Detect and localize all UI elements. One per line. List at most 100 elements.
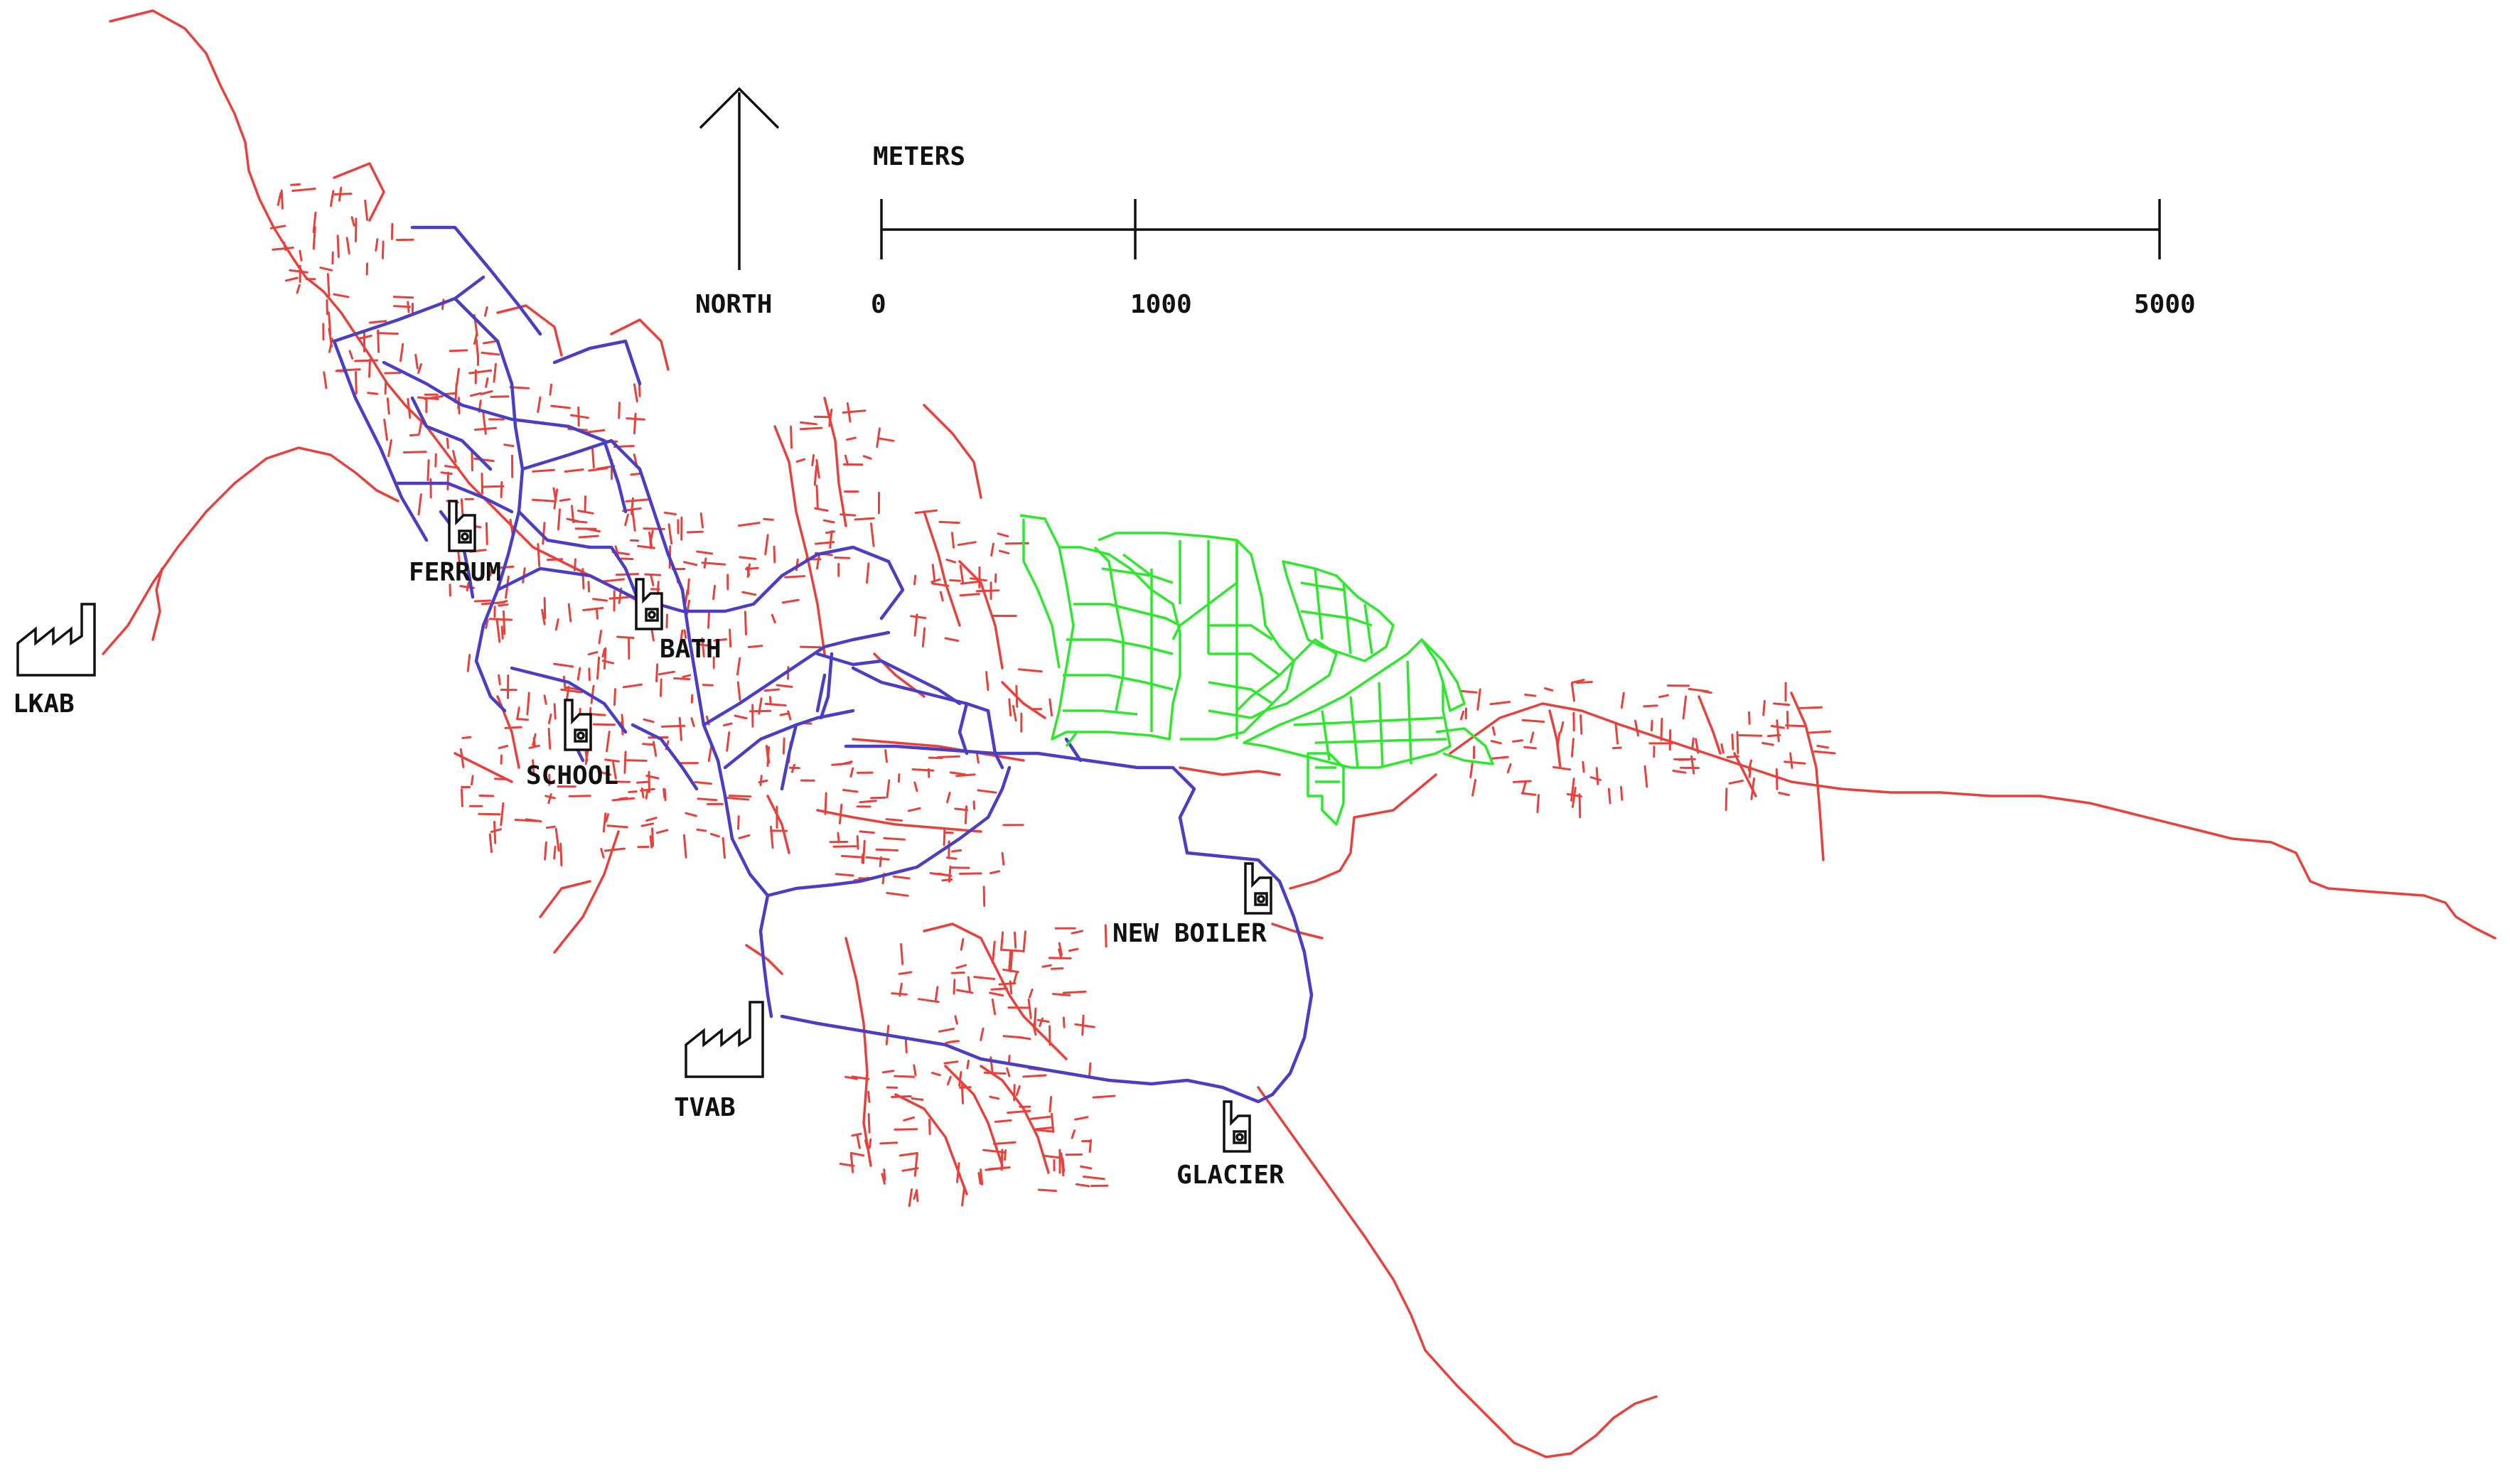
red-branch-stub bbox=[1459, 689, 1478, 694]
red-branch-stub bbox=[946, 792, 951, 804]
red-branch-stub bbox=[545, 825, 556, 829]
red-branch-stub bbox=[1036, 1018, 1050, 1023]
red-pipe bbox=[109, 9, 645, 606]
red-branch-stub bbox=[694, 780, 712, 785]
red-branch-stub bbox=[584, 495, 586, 512]
red-branch-stub bbox=[1544, 687, 1554, 692]
blue-pipe bbox=[488, 268, 542, 336]
red-branch-stub bbox=[844, 454, 849, 466]
red-branch-stub bbox=[955, 964, 967, 969]
red-branch-stub bbox=[1015, 1085, 1021, 1097]
red-branch-stub bbox=[1691, 737, 1695, 749]
red-branch-stub bbox=[825, 530, 835, 534]
red-branch-stub bbox=[1607, 787, 1611, 805]
red-branch-stub bbox=[591, 446, 595, 469]
red-pipe bbox=[1548, 709, 1562, 769]
red-branch-stub bbox=[864, 1139, 869, 1150]
red-branch-stub bbox=[899, 1152, 918, 1157]
red-branch-stub bbox=[532, 733, 537, 746]
red-branch-stub bbox=[1660, 717, 1663, 741]
red-branch-stub bbox=[623, 751, 627, 774]
green-block bbox=[1293, 660, 1447, 768]
red-branch-stub bbox=[547, 713, 552, 725]
green-block bbox=[1235, 638, 1338, 719]
red-pipe bbox=[923, 923, 1068, 1060]
red-branch-stub bbox=[1620, 786, 1624, 801]
red-branch-stub bbox=[702, 684, 714, 687]
red-branch-stub bbox=[606, 731, 611, 753]
red-branch-stub bbox=[587, 651, 599, 656]
red-branch-stub bbox=[1570, 682, 1575, 702]
red-branch-stub bbox=[886, 779, 891, 799]
red-branch-stub bbox=[500, 802, 505, 827]
red-branch-stub bbox=[931, 564, 936, 581]
red-branch-stub bbox=[883, 1168, 886, 1181]
red-branch-stub bbox=[290, 183, 301, 186]
red-branch-stub bbox=[590, 684, 595, 704]
red-branch-stub bbox=[559, 498, 571, 502]
red-branch-stub bbox=[813, 464, 818, 486]
boiler-icon bbox=[635, 578, 663, 630]
red-branch-stub bbox=[856, 835, 859, 850]
red-branch-stub bbox=[567, 603, 572, 623]
red-branch-stub bbox=[976, 753, 980, 764]
blue-pipe bbox=[410, 396, 429, 429]
red-branch-stub bbox=[994, 1119, 1012, 1123]
red-branch-stub bbox=[364, 199, 369, 221]
green-block bbox=[1243, 638, 1452, 769]
red-pipe bbox=[1271, 923, 1324, 940]
red-branch-stub bbox=[611, 797, 635, 802]
red-branch-stub bbox=[1530, 731, 1535, 743]
red-branch-stub bbox=[407, 301, 410, 313]
red-branch-stub bbox=[660, 678, 663, 697]
plant-label-school: SCHOOL bbox=[526, 761, 618, 790]
blue-pipe bbox=[819, 652, 834, 720]
red-pipe bbox=[454, 752, 513, 783]
red-branch-stub bbox=[553, 488, 559, 510]
red-branch-stub bbox=[879, 1141, 899, 1145]
red-branch-stub bbox=[712, 584, 716, 601]
red-branch-stub bbox=[982, 1149, 1005, 1154]
red-branch-stub bbox=[1672, 770, 1687, 774]
red-branch-stub bbox=[592, 598, 608, 602]
red-branch-stub bbox=[633, 412, 637, 435]
red-branch-stub bbox=[764, 534, 769, 556]
red-branch-stub bbox=[1725, 787, 1728, 811]
red-branch-stub bbox=[1512, 739, 1523, 743]
red-branch-stub bbox=[623, 759, 648, 762]
red-branch-stub bbox=[894, 1075, 916, 1078]
red-branch-stub bbox=[424, 394, 444, 400]
red-branch-stub bbox=[622, 683, 643, 689]
red-branch-stub bbox=[640, 787, 645, 799]
red-branch-stub bbox=[1041, 964, 1052, 968]
red-branch-stub bbox=[550, 404, 571, 409]
red-branch-stub bbox=[483, 306, 488, 317]
plant-label-glacier: GLACIER bbox=[1176, 1161, 1285, 1190]
red-branch-stub bbox=[653, 741, 658, 757]
red-branch-stub bbox=[545, 795, 556, 800]
red-branch-stub bbox=[972, 800, 976, 810]
red-branch-stub bbox=[1702, 690, 1712, 694]
red-branch-stub bbox=[776, 684, 793, 688]
red-branch-stub bbox=[1634, 719, 1639, 737]
blue-pipe bbox=[815, 652, 962, 706]
red-branch-stub bbox=[911, 768, 935, 772]
red-branch-stub bbox=[875, 848, 899, 851]
red-branch-stub bbox=[478, 794, 495, 797]
red-branch-stub bbox=[1773, 702, 1791, 706]
red-branch-stub bbox=[939, 591, 944, 602]
red-branch-stub bbox=[547, 727, 552, 750]
red-branch-stub bbox=[929, 872, 948, 876]
blue-pipe bbox=[520, 439, 770, 898]
red-branch-stub bbox=[528, 744, 540, 749]
red-branch-stub bbox=[682, 834, 687, 859]
red-branch-stub bbox=[955, 773, 976, 778]
red-branch-stub bbox=[381, 240, 385, 259]
red-branch-stub bbox=[285, 276, 299, 282]
red-branch-stub bbox=[758, 779, 768, 784]
red-branch-stub bbox=[618, 402, 621, 419]
red-branch-stub bbox=[868, 1138, 872, 1149]
red-branch-stub bbox=[368, 320, 387, 324]
blue-pipe bbox=[453, 296, 525, 592]
red-branch-stub bbox=[1750, 778, 1755, 800]
